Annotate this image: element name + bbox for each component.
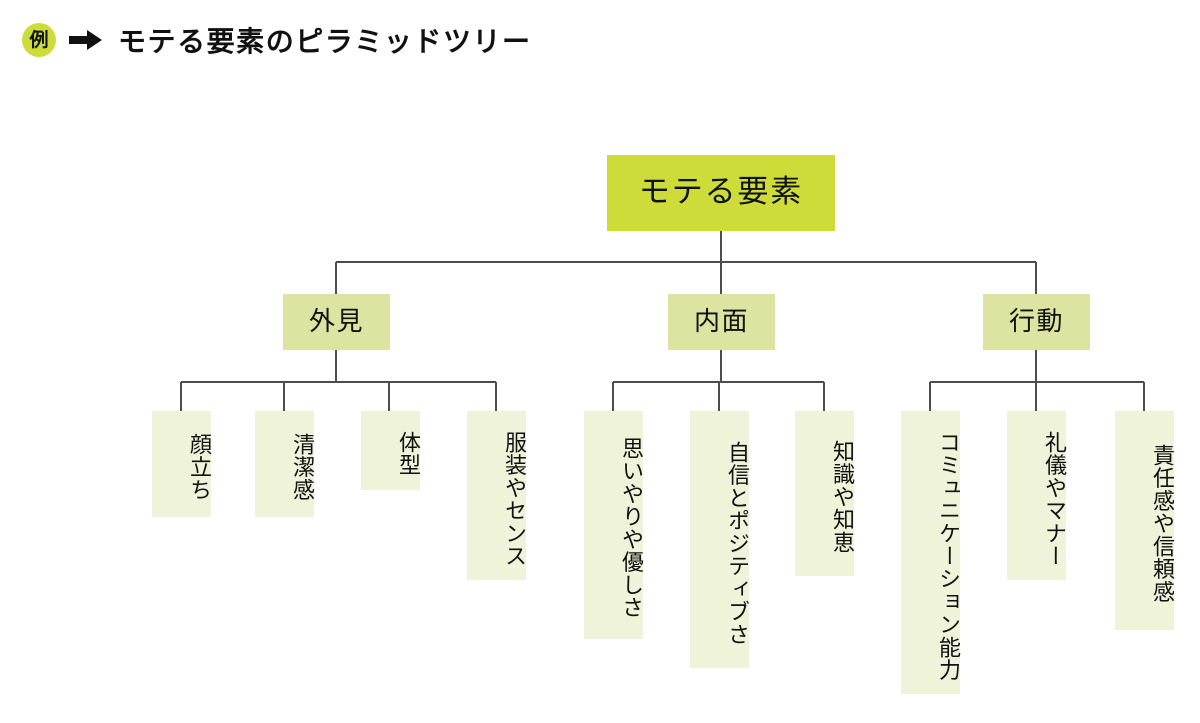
tree-node-branch-inner[interactable]: 内面 (668, 294, 775, 350)
arrow-right-icon (69, 30, 102, 50)
tree-leaf-label: 顔立ち (186, 433, 211, 502)
tree-leaf-label: 清潔感 (289, 433, 314, 502)
tree-node-branch-label: 外見 (308, 306, 365, 337)
tree-leaf-confidence[interactable]: 自信とポジティブさ (690, 411, 749, 668)
tree-node-branch-appearance[interactable]: 外見 (283, 294, 390, 350)
tree-leaf-manners[interactable]: 礼儀やマナー (1007, 411, 1066, 580)
tree-leaf-communication[interactable]: コミュニケーション能力 (901, 411, 960, 694)
tree-leaf-kindness[interactable]: 思いやりや優しさ (584, 411, 643, 639)
tree-leaf-bodyshape[interactable]: 体型 (361, 411, 420, 490)
tree-leaf-label: 知識や知恵 (829, 440, 854, 554)
tree-node-branch-behavior[interactable]: 行動 (983, 294, 1090, 350)
page-title: モテる要素のピラミッドツリー (118, 25, 532, 58)
tree-leaf-label: 自信とポジティブさ (724, 440, 749, 646)
tree-leaf-label: 服装やセンス (501, 430, 526, 568)
tree-node-branch-label: 行動 (1008, 306, 1065, 337)
tree-leaf-label: 礼儀やマナー (1041, 430, 1066, 568)
tree-leaf-label: 思いやりや優しさ (618, 437, 643, 620)
tree-leaf-cleanliness[interactable]: 清潔感 (255, 411, 314, 517)
example-badge: 例 (22, 23, 56, 57)
tree-leaf-knowledge[interactable]: 知識や知恵 (795, 411, 854, 576)
tree-leaf-label: コミュニケーション能力 (935, 430, 960, 682)
tree-node-root[interactable]: モテる要素 (607, 155, 835, 231)
tree-leaf-responsibility[interactable]: 責任感や信頼感 (1115, 411, 1174, 630)
tree-node-root-label: モテる要素 (638, 174, 804, 211)
tree-leaf-label: 体型 (395, 431, 420, 477)
tree-node-branch-label: 内面 (693, 306, 750, 337)
tree-leaf-label: 責任感や信頼感 (1149, 444, 1174, 604)
tree-leaf-face[interactable]: 顔立ち (152, 411, 211, 517)
tree-leaf-fashion[interactable]: 服装やセンス (467, 411, 526, 580)
page-header: 例 モテる要素のピラミッドツリー (0, 0, 1200, 80)
